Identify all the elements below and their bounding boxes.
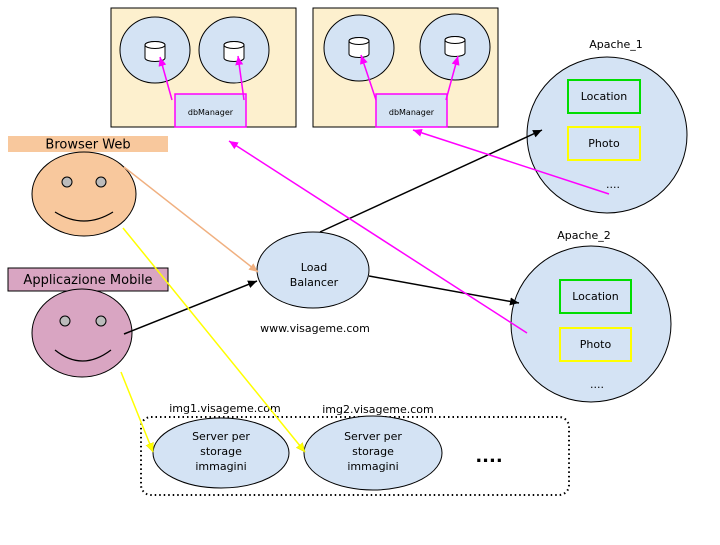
browser-label-bg: [8, 136, 168, 152]
dbmanager-box: [375, 93, 448, 128]
image-server-line3: immagini: [195, 460, 246, 473]
database-icon: [223, 41, 245, 62]
image-server-line2: storage: [200, 445, 242, 458]
connector-mobile-loadbalancer: [123, 280, 258, 335]
apache-name: Apache_2: [557, 229, 611, 242]
connector-dbmanager-db: [445, 55, 460, 101]
connector-loadbalancer-apache2: [368, 275, 520, 306]
db-group-2: dbManager: [312, 7, 499, 128]
connector-dbmanager-db: [360, 54, 377, 101]
image-server-host: img1.visageme.com: [169, 402, 281, 415]
apache-server-2: Apache_2 Location Photo ....: [510, 229, 672, 403]
dbmanager-box: [174, 93, 247, 128]
image-server-line2: storage: [352, 445, 394, 458]
more-ellipsis: ....: [590, 378, 604, 391]
location-box: [567, 79, 641, 114]
photo-box: [567, 126, 641, 161]
dbmanager-label: dbManager: [389, 108, 435, 117]
location-label: Location: [572, 290, 619, 303]
more-ellipsis: ....: [606, 178, 620, 191]
dbmanager-label: dbManager: [188, 108, 234, 117]
connector-dbmanager-db: [235, 55, 245, 101]
browser-label: Browser Web: [45, 138, 130, 153]
load-balancer-line1: Load: [301, 261, 327, 274]
smiley-face-icon: [31, 151, 137, 237]
connector-loadbalancer-apache1: [319, 129, 543, 233]
database-icon: [444, 36, 466, 57]
image-server-node: [303, 415, 443, 491]
image-server-line1: Server per: [344, 430, 402, 443]
load-balancer: Load Balancer www.visageme.com: [256, 231, 370, 335]
connector-apache1-dbmanager: [412, 128, 610, 195]
image-server-1: img1.visageme.com Server per storage imm…: [152, 402, 290, 489]
photo-label: Photo: [580, 338, 612, 351]
image-server-line1: Server per: [192, 430, 250, 443]
image-server-host: img2.visageme.com: [322, 403, 434, 416]
load-balancer-domain: www.visageme.com: [260, 322, 370, 335]
mobile-client: Applicazione Mobile: [7, 267, 169, 378]
smiley-face-icon: [31, 288, 133, 378]
database-icon: [348, 37, 370, 58]
connector-apache2-dbmanager: [228, 140, 528, 334]
image-server-line3: immagini: [347, 460, 398, 473]
connector-mobile-imageserver1: [120, 371, 154, 452]
location-box: [559, 279, 632, 314]
apache-server-1: Apache_1 Location Photo ....: [526, 38, 688, 214]
connector-dbmanager-db: [158, 56, 173, 101]
image-server-2: img2.visageme.com Server per storage imm…: [303, 403, 443, 491]
load-balancer-line2: Balancer: [290, 276, 339, 289]
image-server-node: [152, 417, 290, 489]
photo-box: [559, 327, 632, 362]
connector-browser-loadbalancer: [123, 166, 259, 273]
browser-client: Browser Web: [8, 136, 168, 237]
connector-browser-imageserver2: [122, 227, 306, 452]
location-label: Location: [581, 90, 628, 103]
apache-name: Apache_1: [589, 38, 643, 51]
mobile-label: Applicazione Mobile: [23, 273, 152, 288]
db-group-1: dbManager: [110, 7, 297, 128]
image-servers-more: ....: [475, 446, 502, 467]
database-icon: [144, 41, 166, 62]
photo-label: Photo: [588, 137, 620, 150]
